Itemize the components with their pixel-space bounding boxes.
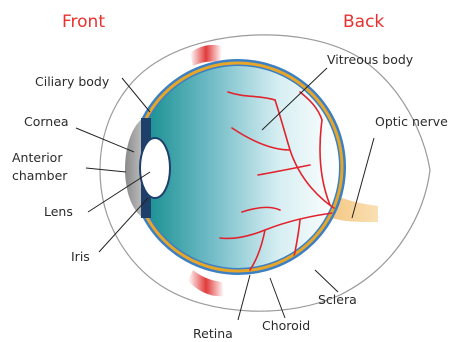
label-cornea: Cornea — [24, 114, 69, 129]
label-sclera: Sclera — [318, 292, 357, 307]
front-label: Front — [62, 12, 105, 32]
label-ciliary-body: Ciliary body — [35, 74, 110, 89]
label-lens: Lens — [44, 204, 73, 219]
lens — [140, 138, 170, 198]
label-choroid: Choroid — [262, 318, 310, 333]
label-iris: Iris — [71, 249, 90, 264]
label-anterior: Anterior — [12, 150, 63, 165]
back-label: Back — [343, 12, 384, 32]
label-retina: Retina — [193, 326, 233, 341]
label-optic-nerve: Optic nerve — [375, 114, 448, 129]
lower-muscle — [188, 270, 224, 296]
label-chamber: chamber — [12, 168, 68, 183]
label-vitreous-body: Vitreous body — [327, 52, 414, 67]
